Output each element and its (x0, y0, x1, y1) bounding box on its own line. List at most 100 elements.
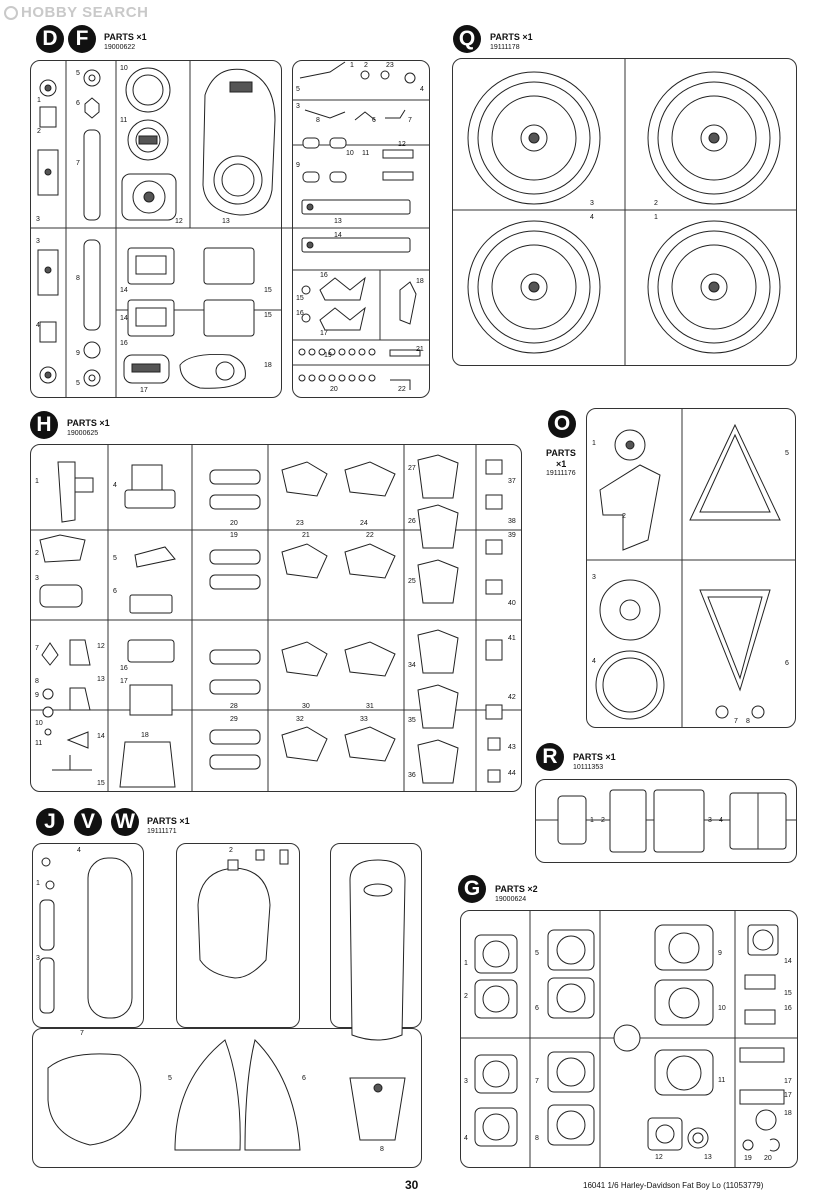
part-number: 14 (784, 958, 792, 965)
sprue-letter-j: J (36, 808, 64, 836)
df-bolts (298, 348, 376, 382)
part-number: 1 (590, 817, 594, 824)
part-number: 9 (296, 162, 300, 169)
sprue-code: 19000622 (104, 44, 136, 51)
part-number: 5 (76, 70, 80, 77)
part-number: 6 (76, 100, 80, 107)
part-number: 5 (76, 380, 80, 387)
part-number: 15 (784, 990, 792, 997)
part-number: 14 (120, 287, 128, 294)
part-number: 21 (416, 346, 424, 353)
sprue-letter-o: O (548, 410, 576, 438)
part-number: 20 (230, 520, 238, 527)
part-number: 5 (785, 450, 789, 457)
d-parts (37, 67, 276, 389)
part-number: 3 (36, 238, 40, 245)
part-number: 11 (120, 117, 128, 124)
sprue-frame-h (30, 444, 522, 792)
parts-count: PARTS ×1 (490, 32, 533, 42)
part-number: 3 (464, 1078, 468, 1085)
part-number: 10 (346, 150, 354, 157)
part-number: 5 (168, 1075, 172, 1082)
part-number: 2 (622, 513, 626, 520)
parts-count: PARTS ×1 (147, 816, 190, 826)
part-number: 3 (592, 574, 596, 581)
part-number: 20 (330, 386, 338, 393)
part-number: 2 (37, 128, 41, 135)
part-number: 4 (113, 482, 117, 489)
sprue-letter-h: H (30, 411, 58, 439)
sprue-letter-d: D (36, 25, 64, 53)
part-number: 10 (35, 720, 43, 727)
part-number: 19 (230, 532, 238, 539)
watermark: HOBBY SEARCH (4, 4, 148, 21)
sprue-code: 19000625 (67, 430, 99, 437)
part-number: 2 (654, 200, 658, 207)
part-number: 42 (508, 694, 516, 701)
part-number: 1 (35, 478, 39, 485)
part-number: 4 (590, 214, 594, 221)
part-number: 5 (535, 950, 539, 957)
part-number: 1 (592, 440, 596, 447)
part-number: 29 (230, 716, 238, 723)
part-number: 1 (350, 62, 354, 69)
part-number: 18 (416, 278, 424, 285)
part-number: 31 (366, 703, 374, 710)
o-runners (586, 408, 796, 728)
jvw-parts (39, 849, 406, 1151)
part-number: 4 (464, 1135, 468, 1142)
h-parts (39, 454, 503, 788)
part-number: 23 (296, 520, 304, 527)
q-runners (452, 58, 797, 366)
part-number: 34 (408, 662, 416, 669)
sprue-letter-r: R (536, 743, 564, 771)
part-number: 8 (76, 275, 80, 282)
sprue-letter-v: V (74, 808, 102, 836)
sprue-code: 19111176 (546, 470, 576, 477)
watermark-text: HOBBY SEARCH (21, 4, 149, 21)
part-number: 7 (76, 160, 80, 167)
part-number: 27 (408, 465, 416, 472)
part-number: 3 (35, 575, 39, 582)
part-number: 3 (296, 103, 300, 110)
part-number: 18 (784, 1110, 792, 1117)
part-number: 4 (592, 658, 596, 665)
part-number: 10 (718, 1005, 726, 1012)
part-number: 12 (97, 643, 105, 650)
part-number: 32 (296, 716, 304, 723)
part-number: 41 (508, 635, 516, 642)
part-number: 1 (654, 214, 658, 221)
part-number: 11 (35, 740, 43, 747)
part-number: 17 (320, 330, 328, 337)
part-number: 33 (360, 716, 368, 723)
part-number: 1 (37, 97, 41, 104)
sprue-code: 19000624 (495, 896, 527, 903)
parts-count: PARTS ×1 (67, 418, 110, 428)
part-number: 6 (113, 588, 117, 595)
part-number: 39 (508, 532, 516, 539)
sprue-frame-f (292, 60, 430, 398)
part-number: 25 (408, 578, 416, 585)
g-parts (474, 924, 785, 1152)
part-number: 17 (784, 1092, 792, 1099)
part-number: 8 (746, 718, 750, 725)
part-number: 7 (35, 645, 39, 652)
part-number: 15 (296, 295, 304, 302)
part-number: 43 (508, 744, 516, 751)
part-number: 11 (362, 150, 370, 157)
part-number: 7 (535, 1078, 539, 1085)
search-icon (4, 6, 18, 20)
part-number: 21 (302, 532, 310, 539)
part-number: 40 (508, 600, 516, 607)
part-number: 22 (398, 386, 406, 393)
part-number: 3 (708, 817, 712, 824)
part-number: 17 (784, 1078, 792, 1085)
part-number: 11 (718, 1077, 726, 1084)
part-number: 13 (97, 676, 105, 683)
part-number: 14 (120, 315, 128, 322)
part-number: 4 (77, 847, 81, 854)
part-number: 5 (296, 86, 300, 93)
part-number: 2 (601, 817, 605, 824)
part-number: 2 (229, 847, 233, 854)
part-number: 9 (76, 350, 80, 357)
